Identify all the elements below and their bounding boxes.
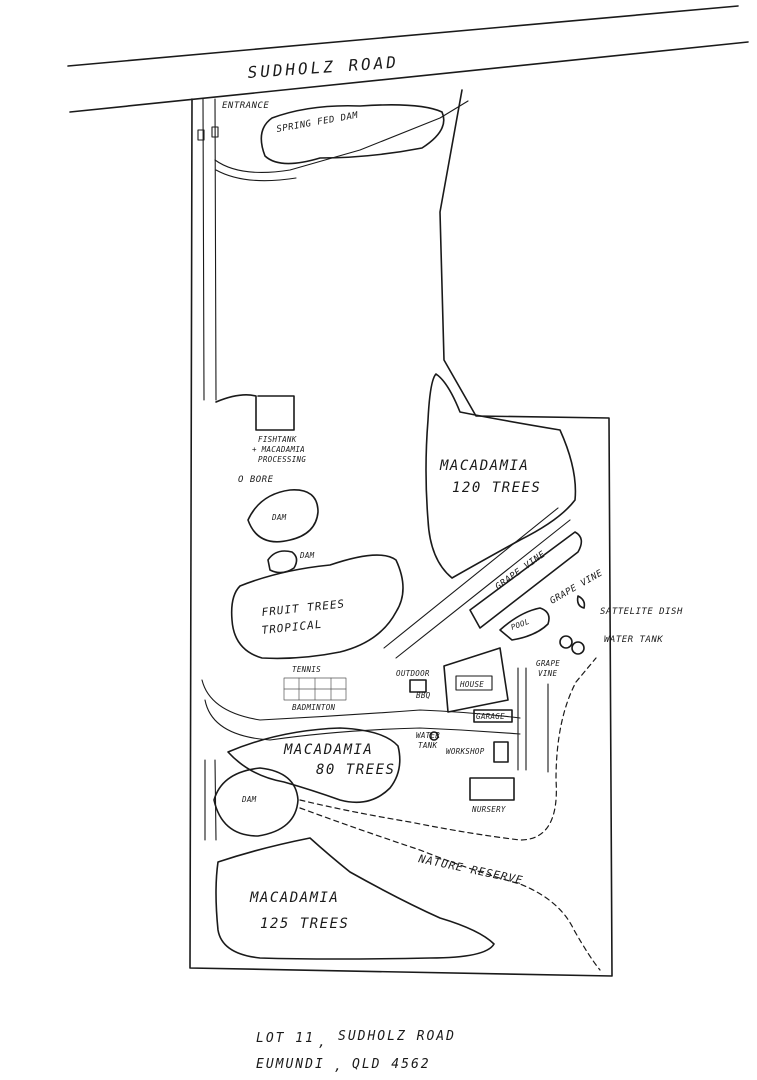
outdoor-label: OUTDOOR (396, 669, 430, 678)
dam-lower-label: DAM (241, 795, 257, 804)
house-building (443, 647, 509, 713)
nature-reserve-boundary (299, 807, 601, 971)
house-label: HOUSE (459, 680, 484, 689)
garage-label: GARAGE (476, 712, 505, 721)
bbq-label: BBQ (416, 691, 431, 700)
spring-dam-label: SPRING FED DAM (276, 111, 359, 135)
water-tank-label-2: TANK (418, 741, 437, 750)
macadamia-80-count: 80 TREES (316, 762, 395, 778)
address-lot: LOT 11 (256, 1031, 315, 1046)
workshop-label: WORKSHOP (446, 747, 485, 756)
nursery-label: NURSERY (471, 805, 506, 814)
nature-reserve-label: NATURE RESERVE (416, 852, 524, 887)
address-road: SUDHOLZ ROAD (338, 1029, 456, 1044)
badminton-label: BADMINTON (292, 703, 336, 712)
address-state: QLD 4562 (352, 1057, 431, 1072)
fruit-trees-label: FRUIT TREES (261, 597, 346, 619)
water-tank-circle-1 (559, 635, 573, 649)
satellite-label: SATTELITE DISH (600, 607, 683, 617)
dam-upper-label: DAM (271, 513, 287, 522)
internal-road (201, 507, 571, 841)
spring-fed-dam (260, 104, 445, 165)
nature-reserve-trail (299, 657, 597, 841)
workshop-building (493, 741, 509, 763)
fruit-tropical-label: TROPICAL (261, 618, 323, 637)
water-tank-small (429, 731, 439, 741)
macadamia-120-label: MACADAMIA (439, 458, 529, 474)
road-edge-top (67, 5, 739, 67)
water-tank-circle-2 (571, 641, 585, 655)
nursery-building (469, 777, 515, 801)
grape-vine-label-3b: VINE (538, 669, 557, 678)
dam-small (267, 550, 298, 574)
entrance-gate-left (197, 129, 205, 141)
road-name: SUDHOLZ ROAD (247, 52, 400, 82)
bore-label: O BORE (238, 475, 274, 485)
macadamia-125-count: 125 TREES (260, 916, 349, 932)
dam-upper (247, 489, 319, 543)
grape-vine-label-3a: GRAPE (536, 659, 560, 668)
water-tank-label-1: WATER (416, 731, 440, 740)
entrance-gate-right (211, 126, 219, 138)
pool (499, 607, 550, 641)
road: SUDHOLZ ROAD (67, 5, 749, 113)
grape-vine-strip (469, 531, 583, 629)
entrance-driveway (197, 98, 469, 401)
fishtank-label-2: + MACADAMIA (252, 445, 305, 454)
dam-small-label: DAM (299, 551, 315, 560)
macadamia-125-area (215, 837, 495, 960)
entrance-label: ENTRANCE (222, 101, 269, 111)
fishtank-label-3: PROCESSING (258, 455, 306, 464)
grape-vine-label-2: GRAPE VINE (549, 568, 605, 606)
fishtank-building (215, 394, 295, 431)
garage-building (473, 709, 513, 723)
macadamia-80-area (227, 727, 401, 804)
dam-lower (213, 767, 299, 837)
address-block: LOT 11 , SUDHOLZ ROAD EUMUNDI , QLD 4562 (256, 1029, 456, 1074)
water-tank-label: WATER TANK (604, 635, 663, 645)
address-town: EUMUNDI (256, 1057, 325, 1072)
farm-lanes (517, 667, 549, 773)
address-line1-sep: , (318, 1035, 328, 1050)
address-line2-sep: , (334, 1059, 344, 1074)
house-inner (455, 675, 493, 691)
macadamia-80-label: MACADAMIA (283, 742, 373, 758)
bbq-structure (409, 679, 427, 693)
macadamia-120-area (425, 373, 577, 579)
grape-vine-label-1: GRAPE VINE (494, 550, 548, 593)
tennis-court (283, 677, 347, 701)
macadamia-125-label: MACADAMIA (249, 890, 339, 906)
macadamia-120-count: 120 TREES (452, 480, 541, 496)
satellite-dish-icon (576, 595, 586, 609)
road-edge-bottom (69, 41, 749, 113)
tennis-label: TENNIS (292, 665, 321, 674)
fruit-trees-area (230, 554, 404, 660)
property-boundary (189, 89, 613, 977)
fishtank-label-1: FISHTANK (258, 435, 297, 444)
